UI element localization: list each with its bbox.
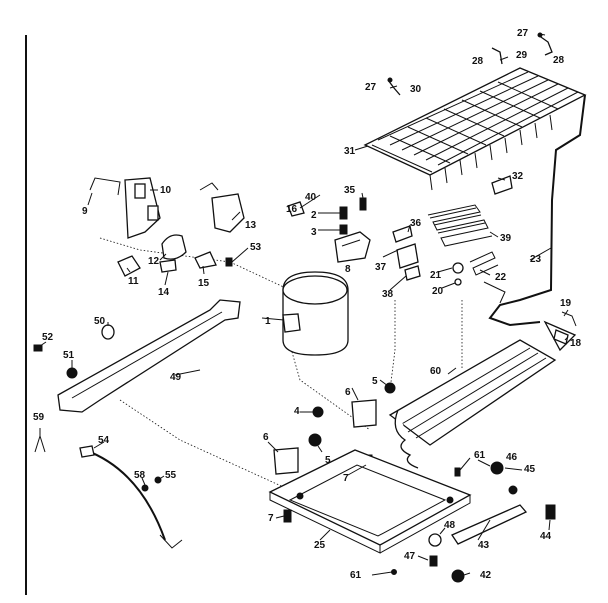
thermostat-clip bbox=[454, 278, 462, 286]
callout-31: 31 bbox=[344, 146, 356, 157]
part-52-screw bbox=[33, 344, 43, 352]
callout-39: 39 bbox=[500, 233, 512, 244]
bracket-36-38 bbox=[392, 225, 421, 281]
callout-37: 37 bbox=[375, 262, 387, 273]
callout-30: 30 bbox=[410, 84, 422, 95]
callout-48: 48 bbox=[444, 520, 456, 531]
callout-46: 46 bbox=[506, 452, 518, 463]
heater-bracket-21-22 bbox=[469, 251, 499, 276]
callout-61b: 61 bbox=[350, 570, 362, 581]
defrost-heater bbox=[427, 204, 493, 247]
screws-2-3-35 bbox=[339, 197, 367, 235]
bracket-8 bbox=[334, 231, 371, 263]
callout-27b: 27 bbox=[365, 82, 377, 93]
callout-43: 43 bbox=[478, 540, 490, 551]
callout-14: 14 bbox=[158, 287, 170, 298]
callout-13: 13 bbox=[245, 220, 257, 231]
callout-23: 23 bbox=[530, 254, 542, 265]
callout-28a: 28 bbox=[472, 56, 484, 67]
compressor-mounts bbox=[273, 382, 396, 523]
callout-5b: 5 bbox=[325, 455, 331, 466]
callout-45: 45 bbox=[524, 464, 536, 475]
callout-2: 2 bbox=[311, 210, 317, 221]
callout-52: 52 bbox=[42, 332, 54, 343]
part-50-grommet bbox=[101, 324, 115, 340]
leader-lines bbox=[39, 33, 569, 576]
callout-32: 32 bbox=[512, 171, 524, 182]
compressor-reference-line bbox=[289, 344, 371, 431]
callout-3: 3 bbox=[311, 227, 317, 238]
callout-22: 22 bbox=[495, 272, 507, 283]
evaporator-clips bbox=[387, 32, 553, 96]
callout-40: 40 bbox=[305, 192, 317, 203]
callout-16: 16 bbox=[286, 204, 298, 215]
callout-11: 11 bbox=[128, 276, 139, 287]
wire-harness-line bbox=[99, 237, 291, 291]
callout-7b: 7 bbox=[268, 513, 274, 524]
part-18-block bbox=[553, 329, 569, 345]
bracket-reference-line bbox=[389, 300, 396, 391]
fan-mount-hardware bbox=[391, 461, 556, 583]
callout-59: 59 bbox=[33, 412, 45, 423]
callout-61a: 61 bbox=[474, 450, 486, 461]
callout-54: 54 bbox=[98, 435, 110, 446]
callout-38: 38 bbox=[382, 289, 394, 300]
callout-28b: 28 bbox=[553, 55, 565, 66]
compressor bbox=[282, 271, 349, 356]
callout-7a: 7 bbox=[343, 473, 349, 484]
callout-50: 50 bbox=[94, 316, 106, 327]
callout-labels: 1 2 3 4 5 5 6 6 7 7 8 9 10 11 12 13 14 1… bbox=[33, 28, 582, 581]
part-40-grommet bbox=[287, 201, 305, 217]
callout-6a: 6 bbox=[345, 387, 351, 398]
callout-15: 15 bbox=[198, 278, 210, 289]
callout-8: 8 bbox=[345, 264, 351, 275]
callout-29: 29 bbox=[516, 50, 528, 61]
callout-60: 60 bbox=[430, 366, 442, 377]
callout-9: 9 bbox=[82, 206, 88, 217]
part-51-grommet bbox=[66, 367, 78, 379]
callout-47: 47 bbox=[404, 551, 416, 562]
callout-36: 36 bbox=[410, 218, 422, 229]
callout-4: 4 bbox=[294, 406, 300, 417]
callout-42: 42 bbox=[480, 570, 492, 581]
callout-1: 1 bbox=[265, 316, 271, 327]
part-19-clip bbox=[561, 311, 577, 327]
defrost-thermostat bbox=[452, 262, 464, 274]
callout-25: 25 bbox=[314, 540, 326, 551]
controls-group bbox=[89, 177, 245, 277]
callout-20: 20 bbox=[432, 286, 444, 297]
callout-51: 51 bbox=[63, 350, 75, 361]
condenser-coil bbox=[388, 320, 577, 469]
part-32-block bbox=[491, 175, 513, 195]
base-reference-line bbox=[119, 399, 291, 491]
part-59-clip bbox=[34, 428, 46, 453]
callout-55: 55 bbox=[165, 470, 177, 481]
callout-10: 10 bbox=[160, 185, 172, 196]
callout-6b: 6 bbox=[263, 432, 269, 443]
wire-54 bbox=[84, 449, 166, 541]
callout-35: 35 bbox=[344, 185, 356, 196]
callout-53: 53 bbox=[250, 242, 262, 253]
callout-27a: 27 bbox=[517, 28, 529, 39]
capillary-tube bbox=[483, 281, 506, 304]
callout-58: 58 bbox=[134, 470, 146, 481]
callout-18: 18 bbox=[570, 338, 582, 349]
callout-21: 21 bbox=[430, 270, 442, 281]
callout-44: 44 bbox=[540, 531, 552, 542]
callout-12: 12 bbox=[148, 256, 160, 267]
evaporator-coil bbox=[363, 67, 587, 191]
suction-line bbox=[488, 94, 586, 327]
callout-49: 49 bbox=[170, 372, 182, 383]
callout-19: 19 bbox=[560, 298, 572, 309]
screw-53 bbox=[225, 257, 233, 267]
base-pan bbox=[268, 449, 472, 554]
callout-5a: 5 bbox=[372, 376, 378, 387]
